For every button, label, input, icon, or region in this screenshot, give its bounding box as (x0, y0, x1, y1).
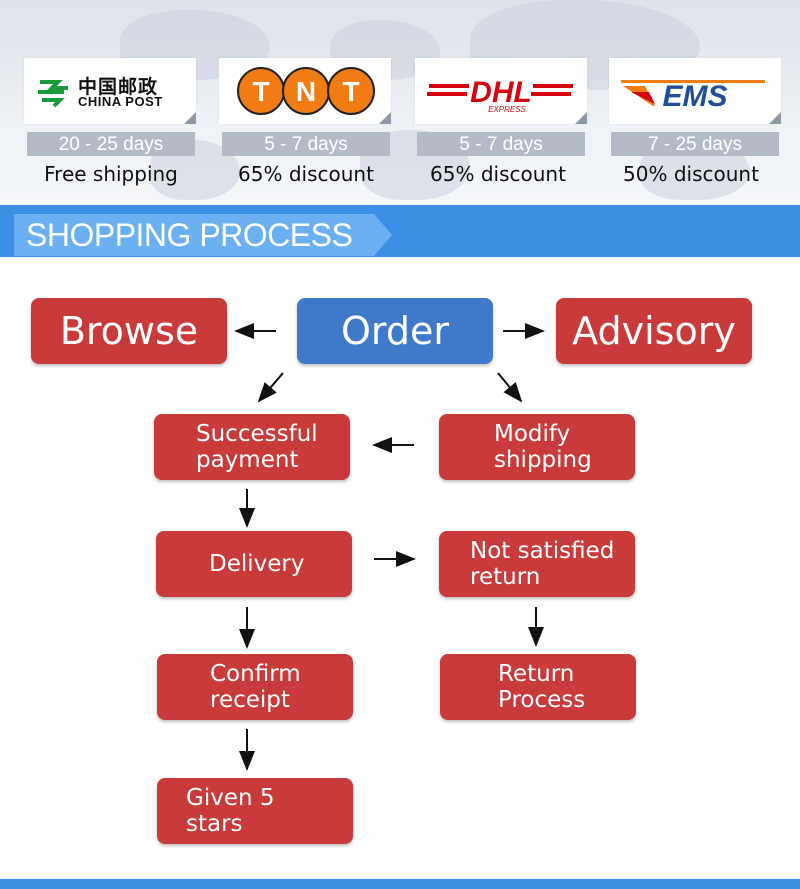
card-fold (379, 112, 391, 124)
shopping-process-banner: SHOPPING PROCESS (0, 205, 800, 257)
tnt-days: 5 - 7 days (222, 132, 390, 156)
arrow-order-to-modify (497, 372, 523, 403)
banner-tab (14, 214, 374, 256)
arrow-order-to-payment (257, 372, 284, 403)
delivery-step: Delivery (156, 531, 352, 597)
dhl-note: 65% discount (430, 162, 566, 186)
return-process-step: Return Process (440, 654, 636, 720)
china-post-chinese-name: 中国邮政 (78, 76, 159, 98)
order-step: Order (297, 298, 493, 364)
advisory-step: Advisory (556, 298, 752, 364)
card-fold (769, 112, 781, 124)
banner-tab-tip (374, 214, 392, 256)
ems-logo-icon: EMS (621, 80, 765, 113)
china-post-english-name: CHINA POST (78, 94, 163, 109)
ems-logo-card: EMS (609, 58, 781, 124)
china-post-note: Free shipping (44, 162, 178, 186)
not-satisfied-return-step: Not satisfied return (439, 531, 635, 597)
given-5-stars-step: Given 5 stars (157, 778, 353, 844)
banner-title: SHOPPING PROCESS (26, 217, 353, 253)
tnt-note: 65% discount (238, 162, 374, 186)
dhl-days: 5 - 7 days (417, 132, 585, 156)
successful-payment-step: Successful payment (154, 414, 350, 480)
modify-shipping-step: Modify shipping (439, 414, 635, 480)
card-fold (575, 112, 587, 124)
ems-note: 50% discount (623, 162, 759, 186)
dhl-logo-card: DHL EXPRESS (415, 58, 587, 124)
svg-text:EMS: EMS (662, 80, 727, 113)
confirm-receipt-step: Confirm receipt (157, 654, 353, 720)
svg-text:T: T (342, 76, 359, 107)
china-post-logo-card: 中国邮政 CHINA POST (24, 58, 196, 124)
browse-step: Browse (31, 298, 227, 364)
ems-days: 7 - 25 days (611, 132, 779, 156)
svg-text:T: T (252, 76, 269, 107)
svg-text:DHL: DHL (470, 76, 532, 109)
tnt-logo-card: T N T (219, 58, 391, 124)
china-post-emblem-icon (38, 80, 68, 108)
bottom-bar (0, 879, 800, 889)
china-post-days: 20 - 25 days (27, 132, 195, 156)
tnt-logo-icon: T N T (237, 67, 375, 115)
svg-text:EXPRESS: EXPRESS (488, 105, 526, 114)
card-fold (184, 112, 196, 124)
svg-text:N: N (296, 76, 316, 107)
dhl-logo-icon: DHL EXPRESS (427, 76, 573, 114)
